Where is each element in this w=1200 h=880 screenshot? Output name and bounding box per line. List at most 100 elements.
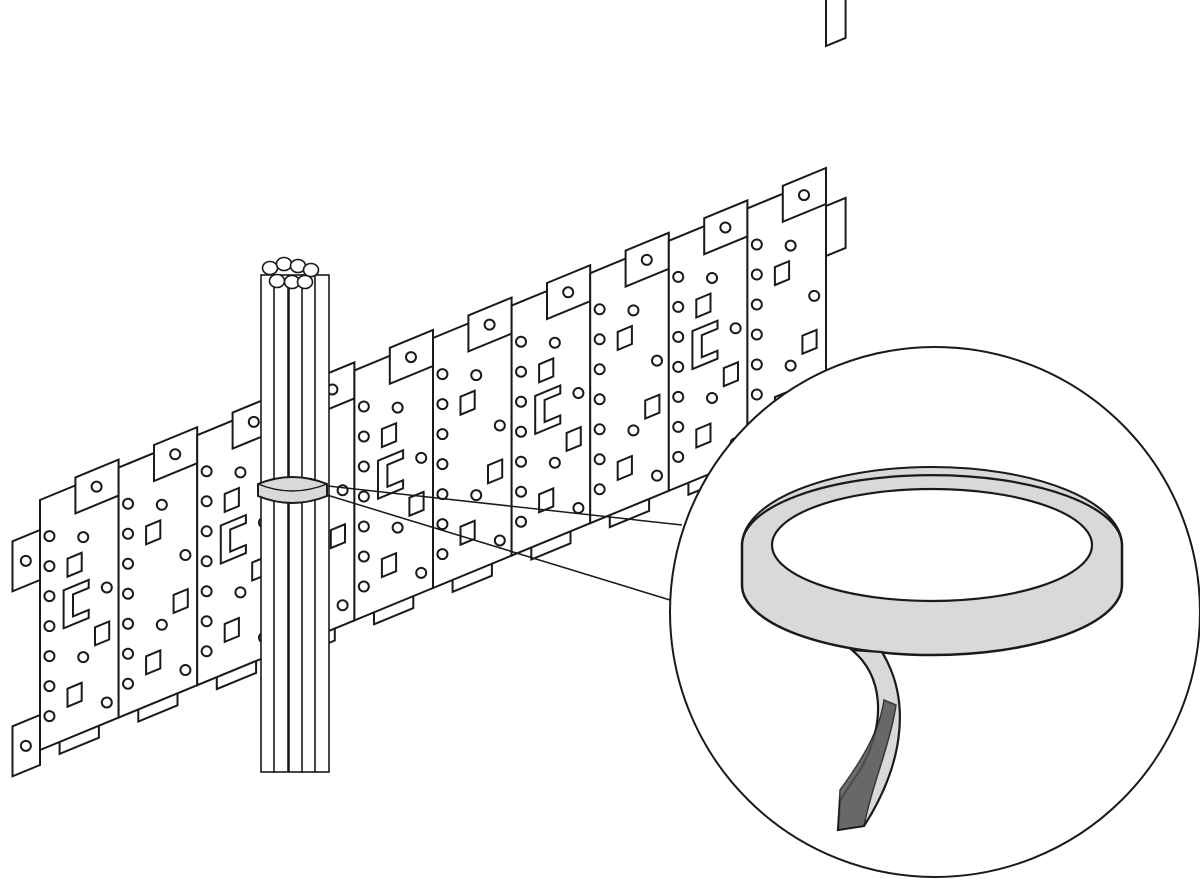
rail-panel bbox=[39, 458, 120, 756]
rail-round-hole bbox=[200, 495, 213, 508]
rail-round-hole bbox=[515, 335, 528, 348]
rail-round-hole bbox=[234, 586, 247, 599]
rail-round-hole bbox=[122, 587, 135, 600]
rail-round-hole bbox=[672, 330, 685, 343]
rail-round-hole bbox=[750, 298, 763, 311]
rail-lip-hole bbox=[562, 286, 575, 299]
rail-lip-hole bbox=[797, 189, 810, 202]
rail-round-hole bbox=[672, 270, 685, 283]
rail-round-hole bbox=[784, 359, 797, 372]
bundle-strap-edge bbox=[257, 483, 328, 492]
cable-strand bbox=[288, 274, 304, 773]
rail-round-hole bbox=[122, 497, 135, 510]
rail-square-hole bbox=[773, 259, 791, 287]
rail-round-hole bbox=[436, 398, 449, 411]
rail-round-hole bbox=[515, 395, 528, 408]
rail-round-hole bbox=[750, 328, 763, 341]
rail-round-hole bbox=[706, 271, 719, 284]
rail-round-hole bbox=[627, 304, 640, 317]
rail-square-hole bbox=[66, 681, 83, 709]
rail-square-hole bbox=[616, 324, 633, 352]
rail-round-hole bbox=[729, 322, 742, 335]
rail-round-hole bbox=[436, 548, 449, 561]
rail-square-hole bbox=[380, 551, 398, 579]
rail-round-hole bbox=[548, 336, 561, 349]
strap-loop-opening bbox=[770, 487, 1094, 603]
rail-round-hole bbox=[43, 590, 56, 603]
rail-lip-hole bbox=[640, 253, 653, 266]
rail-round-hole bbox=[357, 490, 370, 503]
rail-round-hole bbox=[200, 645, 213, 658]
rail-round-hole bbox=[200, 555, 213, 568]
rail-round-hole bbox=[179, 664, 192, 677]
rail-square-hole bbox=[538, 356, 555, 384]
rail-round-hole bbox=[436, 428, 449, 441]
rail-round-hole bbox=[784, 239, 797, 252]
cable-end bbox=[268, 273, 286, 289]
rail-round-hole bbox=[43, 650, 56, 663]
rail-square-hole bbox=[801, 328, 818, 356]
strap-hook-surface bbox=[837, 698, 897, 831]
rail-round-hole bbox=[336, 599, 349, 612]
rail-panel bbox=[353, 328, 434, 626]
rail-round-hole bbox=[808, 289, 821, 302]
rail-tab-hole bbox=[19, 554, 32, 567]
rail-square-hole bbox=[722, 360, 739, 388]
rail-end-tab bbox=[825, 196, 847, 258]
rail-square-hole bbox=[538, 486, 555, 514]
rail-round-hole bbox=[415, 566, 428, 579]
rail-c-slot bbox=[62, 578, 90, 630]
rail-square-hole bbox=[380, 421, 398, 449]
rail-round-hole bbox=[593, 423, 606, 436]
cable-strand bbox=[301, 274, 317, 773]
rail-round-hole bbox=[593, 333, 606, 346]
rail-round-hole bbox=[122, 617, 135, 630]
rail-round-hole bbox=[43, 560, 56, 573]
rail-round-hole bbox=[436, 368, 449, 381]
rail-round-hole bbox=[155, 618, 168, 631]
rail-square-hole bbox=[223, 616, 240, 644]
rail-round-hole bbox=[515, 455, 528, 468]
cable-end bbox=[296, 274, 314, 290]
rail-round-hole bbox=[122, 647, 135, 660]
rail-round-hole bbox=[470, 489, 483, 502]
cable-strand bbox=[260, 274, 276, 773]
rail-c-slot bbox=[534, 384, 562, 436]
rail-panel bbox=[196, 393, 277, 691]
rail-round-hole bbox=[436, 518, 449, 531]
rail-round-hole bbox=[593, 393, 606, 406]
rail-round-hole bbox=[100, 581, 113, 594]
rail-round-hole bbox=[593, 453, 606, 466]
rail-square-hole bbox=[695, 422, 712, 449]
rail-square-hole bbox=[66, 551, 83, 579]
rail-square-hole bbox=[695, 292, 712, 319]
rail-lip-hole bbox=[404, 351, 417, 364]
rail-round-hole bbox=[43, 680, 56, 693]
rail-square-hole bbox=[145, 518, 162, 546]
rail-square-hole bbox=[94, 620, 111, 647]
rail-lip-hole bbox=[483, 318, 496, 331]
rail-round-hole bbox=[357, 460, 370, 473]
rail-round-hole bbox=[200, 615, 213, 628]
rail-round-hole bbox=[572, 502, 585, 515]
rail-round-hole bbox=[572, 387, 585, 400]
rail-square-hole bbox=[223, 486, 240, 514]
rail-round-hole bbox=[672, 450, 685, 463]
rail-round-hole bbox=[43, 620, 56, 633]
rail-square-hole bbox=[145, 648, 162, 676]
leader-line-upper bbox=[327, 485, 683, 526]
rail-round-hole bbox=[672, 300, 685, 313]
rail-round-hole bbox=[179, 549, 192, 562]
rail-panel bbox=[432, 296, 513, 594]
bundle-strap bbox=[257, 476, 328, 504]
rail-round-hole bbox=[122, 527, 135, 540]
rail-round-hole bbox=[122, 677, 135, 690]
rail-round-hole bbox=[200, 465, 213, 478]
rail-square-hole bbox=[408, 490, 425, 518]
rail-square-hole bbox=[329, 522, 346, 550]
rail-end-tab bbox=[825, 0, 847, 48]
rail-panel bbox=[589, 231, 670, 529]
rail-c-slot bbox=[691, 319, 719, 371]
